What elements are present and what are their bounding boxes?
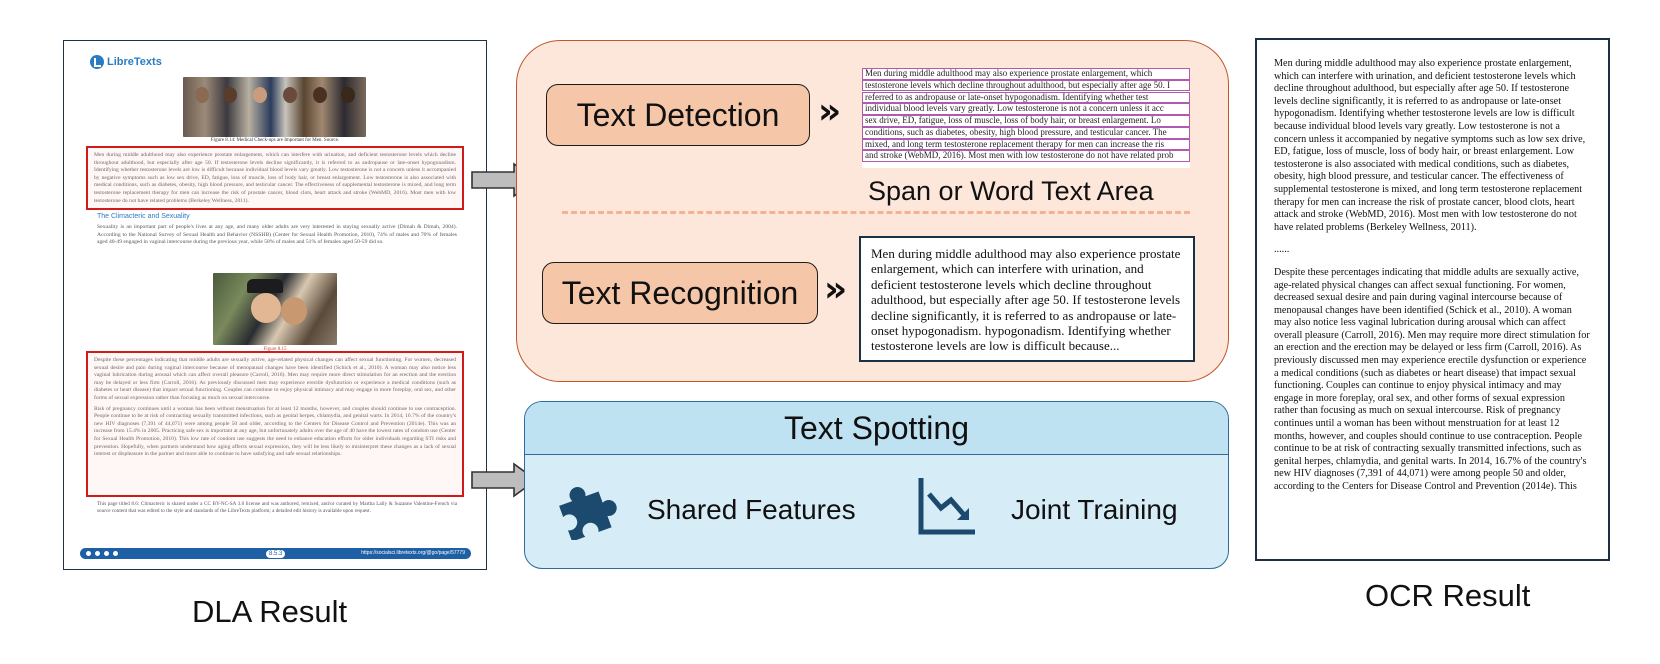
page-number: 8.5.3	[266, 549, 286, 558]
shared-features-label: Shared Features	[647, 494, 856, 525]
detected-text-line: individual blood levels vary greatly. Lo…	[862, 103, 1190, 115]
dla-result-label: DLA Result	[192, 594, 348, 629]
text-detection-label-box: Text Detection	[546, 84, 810, 146]
dashed-divider	[562, 211, 1190, 214]
license-footer-text: This page titled 8.6: Climacteric is sha…	[97, 501, 457, 514]
chevron-right-icon: »	[818, 91, 842, 132]
dla-document-page: LibreTexts Figure 8.14: Medical Check-up…	[63, 40, 487, 570]
recognition-text: Men during middle adulthood may also exp…	[871, 246, 1181, 354]
logo-text: LibreTexts	[107, 56, 162, 68]
ocr-result-label: OCR Result	[1365, 578, 1531, 613]
text-spotting-title: Text Spotting	[784, 409, 969, 446]
ocr-paragraph-2: Despite these percentages indicating tha…	[1274, 266, 1590, 492]
libretexts-logo: LibreTexts	[90, 55, 162, 69]
text-detection-label: Text Detection	[576, 96, 780, 133]
detection-lines: Men during middle adulthood may also exp…	[862, 68, 1190, 163]
couple-photo	[213, 273, 337, 345]
detected-text-line: referred to as andropause or late-onset …	[862, 91, 1190, 104]
libretexts-logo-mark	[90, 55, 104, 69]
page-url: https://socialsci.libretexts.org/@go/pag…	[361, 550, 465, 556]
cc-icon	[85, 550, 92, 557]
detected-text-line: sex drive, ED, fatigue, loss of muscle, …	[862, 115, 1190, 127]
by-icon	[94, 550, 101, 557]
puzzle-piece-icon	[559, 487, 617, 540]
page-footer-bar: 8.5.3 https://socialsci.libretexts.org/@…	[80, 548, 471, 559]
text-recognition-label-box: Text Recognition	[542, 262, 818, 324]
ocr-paragraph-1: Men during middle adulthood may also exp…	[1274, 58, 1586, 233]
dla-text-region-2-para2: Risk of pregnancy continues until a woma…	[94, 405, 456, 458]
ocr-result-box: Men during middle adulthood may also exp…	[1255, 38, 1610, 561]
dla-text-region-1: Men during middle adulthood may also exp…	[86, 146, 464, 210]
dla-text-region-2: Despite these percentages indicating tha…	[86, 351, 464, 497]
nc-icon	[103, 550, 110, 557]
detected-text-line: testosterone levels which decline throug…	[862, 79, 1190, 92]
chevron-right-icon: »	[824, 269, 848, 310]
detected-text-line: mixed, and long term testosterone replac…	[862, 138, 1190, 151]
detected-text-line: and stroke (WebMD, 2016). Most men with …	[862, 150, 1190, 163]
recognition-result-box: Men during middle adulthood may also exp…	[859, 236, 1195, 362]
detected-text-line: conditions, such as diabetes, obesity, h…	[862, 126, 1190, 139]
cc-license-icons	[85, 550, 119, 557]
figure1-caption: Figure 8.14: Medical Check-ups are Impor…	[210, 138, 340, 143]
trending-down-chart-icon	[918, 478, 975, 535]
figure2-caption: Figure 8.15	[263, 347, 287, 352]
span-word-area-label: Span or Word Text Area	[868, 176, 1154, 206]
section-paragraph: Sexuality is an important part of people…	[97, 224, 457, 246]
detection-result-box: Men during middle adulthood may also exp…	[862, 68, 1190, 168]
dla-text-region-1-text: Men during middle adulthood may also exp…	[94, 152, 456, 204]
sa-icon	[112, 550, 119, 557]
dla-text-region-2-para1: Despite these percentages indicating tha…	[94, 357, 456, 401]
ocr-ellipsis: ......	[1274, 244, 1290, 256]
text-spotting-header: Text Spotting	[525, 402, 1228, 455]
detected-text-line: Men during middle adulthood may also exp…	[862, 68, 1190, 80]
text-recognition-label: Text Recognition	[561, 274, 799, 311]
section-heading: The Climacteric and Sexuality	[97, 213, 190, 220]
joint-training-label: Joint Training	[1011, 494, 1178, 525]
text-spotting-panel: Text Spotting Shared Features Joint Trai…	[524, 401, 1229, 569]
men-checkup-photo	[183, 77, 366, 137]
